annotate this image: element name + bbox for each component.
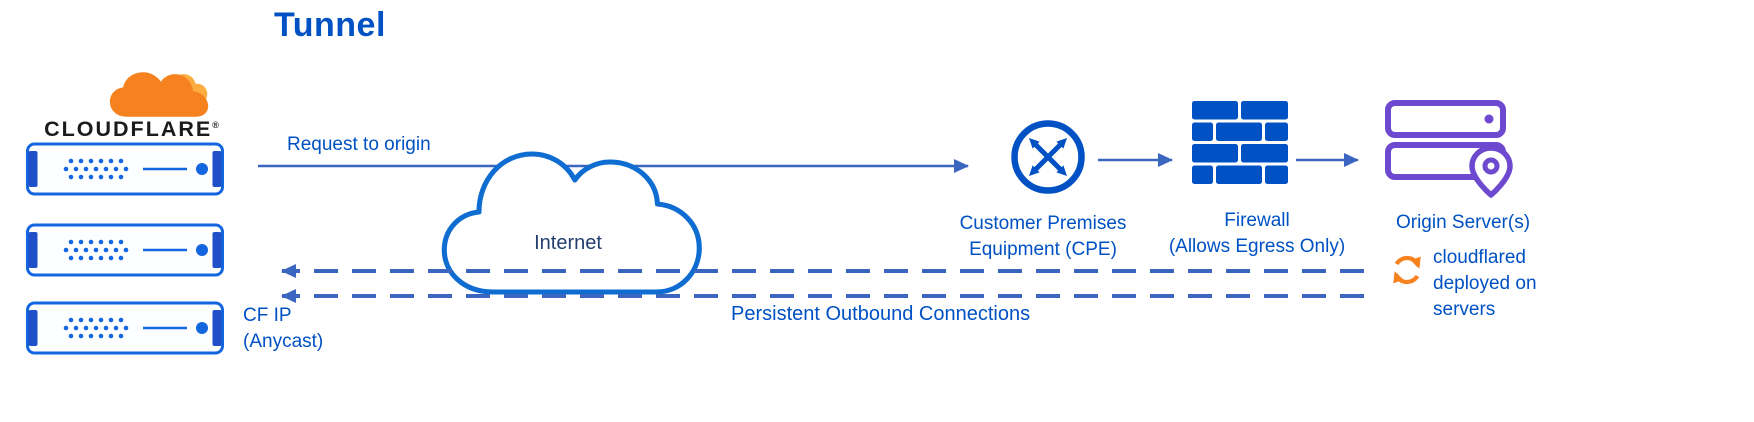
origin-server-icon xyxy=(1385,100,1513,198)
firewall-brick-icon xyxy=(1192,101,1288,184)
cloudflare-wordmark: CLOUDFLARE® xyxy=(30,117,235,142)
cpe-label: Customer Premises Equipment (CPE) xyxy=(959,213,1127,260)
sync-arrows-icon xyxy=(1393,255,1421,285)
location-pin-icon xyxy=(1469,145,1513,198)
persistent-outbound-label: Persistent Outbound Connections xyxy=(731,303,1031,325)
internet-cloud-icon xyxy=(441,151,702,295)
cf-ip-anycast-label: CF IP (Anycast) xyxy=(243,305,324,352)
origin-servers-label: Origin Server(s) xyxy=(1395,212,1531,233)
cloudflared-label: cloudflared deployed on servers xyxy=(1433,247,1537,320)
request-to-origin-label: Request to origin xyxy=(287,134,431,155)
edge-server-icon xyxy=(26,301,224,355)
edge-server-icon xyxy=(26,142,224,196)
cloudflare-cloud-icon xyxy=(109,72,209,117)
edge-server-icon xyxy=(26,223,224,277)
cpe-router-icon xyxy=(1011,120,1085,194)
diagram-title: Tunnel xyxy=(274,6,386,44)
firewall-label: Firewall (Allows Egress Only) xyxy=(1168,210,1346,257)
registered-trademark: ® xyxy=(212,119,221,130)
internet-label: Internet xyxy=(534,232,602,254)
cloudflare-wordmark-text: CLOUDFLARE xyxy=(44,117,213,141)
